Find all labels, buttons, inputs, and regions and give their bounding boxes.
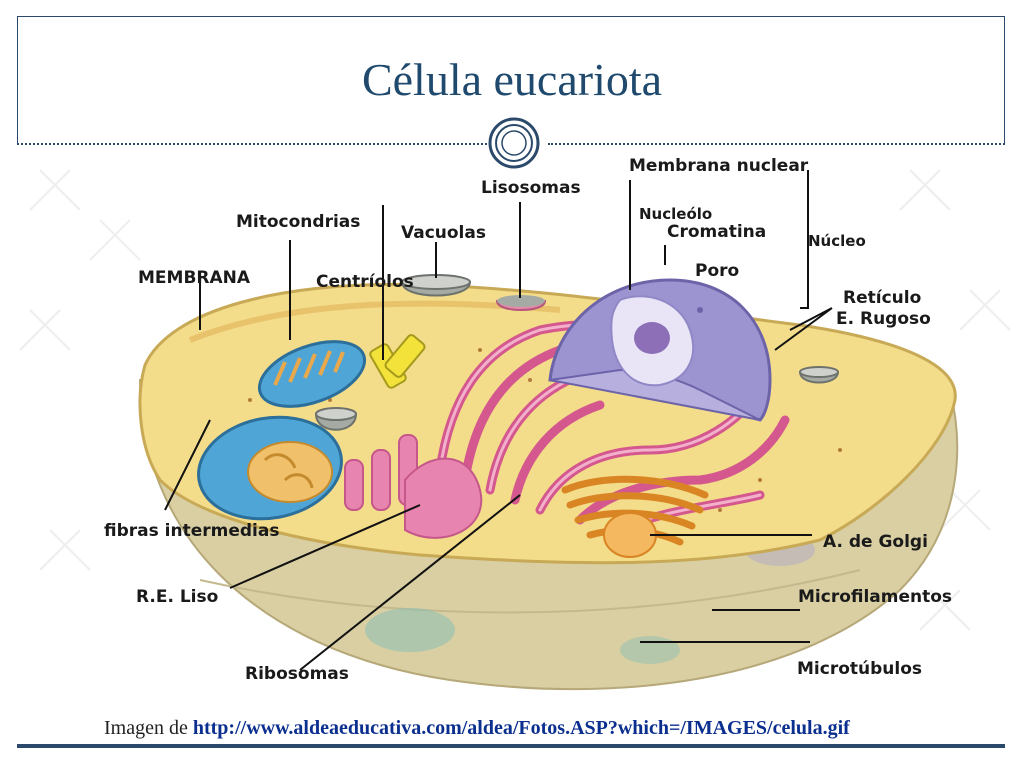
label-fibras-intermedias: fibras intermedias	[104, 521, 280, 541]
credit-prefix: Imagen de	[104, 717, 188, 739]
credit-url-link[interactable]: http://www.aldeaeducativa.com/aldea/Foto…	[192, 717, 850, 739]
label-poro: Poro	[695, 261, 740, 281]
title-divider-right	[548, 143, 1005, 145]
label-reticulo: Retículo	[843, 288, 922, 308]
background-pattern	[19, 169, 1011, 631]
label-ribosomas: Ribosomas	[245, 664, 349, 684]
label-cromatina: Cromatina	[667, 222, 767, 242]
slide-title: Célula eucariota	[361, 54, 663, 105]
nucleus	[548, 278, 772, 422]
label-reticulo-rugoso: E. Rugoso	[836, 309, 931, 329]
label-membrana: MEMBRANA	[138, 268, 251, 288]
label-membrana-nuclear: Membrana nuclear	[629, 156, 809, 176]
bottom-bar	[17, 744, 1005, 748]
mitochondrion-lower	[197, 415, 343, 521]
lower-organelle	[365, 608, 455, 652]
vacuoles	[314, 274, 840, 431]
smooth-er	[344, 434, 483, 539]
label-lisosomas: Lisosomas	[481, 178, 581, 198]
nucleolus	[634, 322, 670, 354]
label-mitocondrias: Mitocondrias	[236, 212, 361, 232]
cell-diagram	[19, 169, 1011, 691]
label-microtubulos: Microtúbulos	[797, 659, 923, 679]
image-credit: Imagen de http://www.aldeaeducativa.com/…	[104, 717, 850, 740]
label-golgi: A. de Golgi	[823, 532, 928, 552]
label-microfilamentos: Microfilamentos	[798, 587, 953, 607]
label-vacuolas: Vacuolas	[401, 223, 486, 243]
lysosome	[495, 295, 547, 311]
label-centriolos: Centríolos	[316, 272, 414, 292]
circle-ornament-icon	[488, 117, 540, 169]
pointer-lines	[164, 170, 833, 671]
label-re-liso: R.E. Liso	[136, 587, 219, 607]
mitochondrion-upper	[257, 340, 367, 408]
label-nucleolo: Nucleólo	[639, 205, 713, 223]
label-nucleo: Núcleo	[808, 232, 866, 250]
title-frame	[17, 16, 1005, 144]
title-divider-left	[17, 143, 487, 145]
centrioles	[369, 334, 426, 389]
